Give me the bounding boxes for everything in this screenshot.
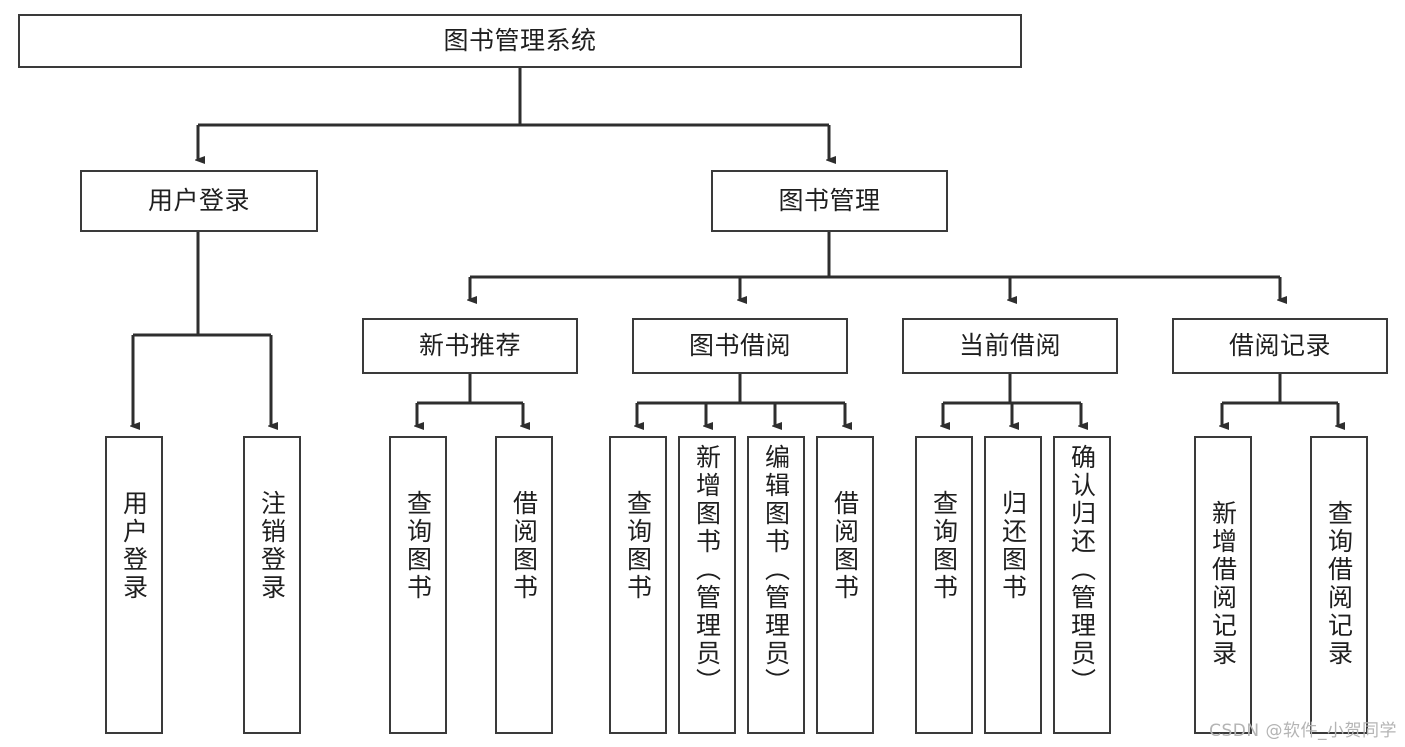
node-leaf-edit-book-label: 编辑图书（管理员） (761, 444, 791, 696)
node-book-borrow[interactable]: 图书借阅 (632, 318, 848, 374)
node-book-management[interactable]: 图书管理 (711, 170, 948, 232)
csdn-watermark: CSDN @软件_小贺同学 (1209, 721, 1397, 741)
node-borrow-record[interactable]: 借阅记录 (1172, 318, 1388, 374)
node-leaf-borrow-book-1[interactable]: 借阅图书 (495, 436, 553, 734)
node-leaf-logout-login[interactable]: 注销登录 (243, 436, 301, 734)
node-new-book-recommend[interactable]: 新书推荐 (362, 318, 578, 374)
node-leaf-query-book-2-label: 查询图书 (623, 490, 653, 602)
node-leaf-add-record[interactable]: 新增借阅记录 (1194, 436, 1252, 734)
node-borrow-record-label: 借阅记录 (1228, 331, 1331, 361)
node-current-borrow[interactable]: 当前借阅 (902, 318, 1118, 374)
node-leaf-borrow-book-2[interactable]: 借阅图书 (816, 436, 874, 734)
node-leaf-query-book-3-label: 查询图书 (929, 490, 959, 602)
node-leaf-user-login[interactable]: 用户登录 (105, 436, 163, 734)
node-leaf-return-book[interactable]: 归还图书 (984, 436, 1042, 734)
node-leaf-query-record-label: 查询借阅记录 (1324, 500, 1354, 668)
node-leaf-query-book-1[interactable]: 查询图书 (389, 436, 447, 734)
node-book-borrow-label: 图书借阅 (688, 331, 791, 361)
node-book-management-label: 图书管理 (778, 186, 881, 216)
node-leaf-confirm-return[interactable]: 确认归还（管理员） (1053, 436, 1111, 734)
node-leaf-edit-book[interactable]: 编辑图书（管理员） (747, 436, 805, 734)
node-leaf-confirm-return-label: 确认归还（管理员） (1067, 444, 1097, 696)
node-current-borrow-label: 当前借阅 (958, 331, 1061, 361)
node-leaf-borrow-book-2-label: 借阅图书 (830, 490, 860, 602)
node-leaf-query-book-1-label: 查询图书 (403, 490, 433, 602)
node-leaf-add-book-label: 新增图书（管理员） (692, 444, 722, 696)
node-user-login[interactable]: 用户登录 (80, 170, 318, 232)
node-leaf-borrow-book-1-label: 借阅图书 (509, 490, 539, 602)
node-root-label: 图书管理系统 (443, 26, 597, 56)
node-leaf-return-book-label: 归还图书 (998, 490, 1028, 602)
node-leaf-add-record-label: 新增借阅记录 (1208, 500, 1238, 668)
node-leaf-query-book-2[interactable]: 查询图书 (609, 436, 667, 734)
node-user-login-label: 用户登录 (147, 186, 250, 216)
node-leaf-add-book[interactable]: 新增图书（管理员） (678, 436, 736, 734)
node-leaf-query-book-3[interactable]: 查询图书 (915, 436, 973, 734)
node-leaf-user-login-label: 用户登录 (119, 490, 149, 602)
node-new-book-recommend-label: 新书推荐 (418, 331, 521, 361)
node-leaf-logout-login-label: 注销登录 (257, 490, 287, 602)
node-leaf-query-record[interactable]: 查询借阅记录 (1310, 436, 1368, 734)
node-root[interactable]: 图书管理系统 (18, 14, 1022, 68)
